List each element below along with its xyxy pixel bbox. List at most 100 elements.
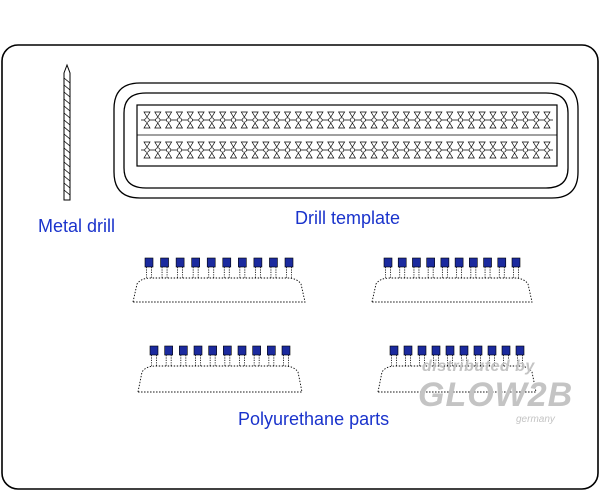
template-hole [392,111,400,129]
template-hole [251,111,259,129]
part-stud [511,257,521,278]
part-stud [473,345,483,366]
part-stud [193,345,203,366]
template-hole [283,111,292,129]
template-hole [521,141,529,159]
template-hole [219,141,227,159]
template-hole [478,141,486,159]
part-stud [238,257,247,278]
template-hole [467,141,475,159]
template-hole [510,141,519,159]
part-stud [237,345,247,366]
template-hole [229,141,238,159]
template-hole [143,111,151,129]
template-hole [446,111,454,129]
polyurethane-part [132,257,306,303]
template-hole [456,141,465,159]
template-hole [456,111,465,129]
template-hole [294,111,302,129]
template-hole [348,111,357,129]
template-hole [229,111,238,129]
template-hole [381,141,389,159]
part-stud [269,257,278,278]
template-hole [219,111,227,129]
template-hole [478,111,486,129]
polyurethane-parts-label: Polyurethane parts [238,409,390,429]
template-hole [489,111,497,129]
template-hole [359,141,367,159]
template-hole [413,141,421,159]
template-hole [251,141,259,159]
part-stud [144,257,154,278]
part-stud [459,345,469,366]
part-stud [164,345,173,366]
template-hole [413,111,421,129]
part-stud [515,345,525,366]
template-hole [521,111,529,129]
template-hole [273,141,281,159]
template-hole [208,141,216,159]
part-stud [383,257,393,278]
drill-template-label: Drill template [295,208,401,228]
template-hole [197,111,205,129]
template-hole [532,111,540,129]
part-stud [431,345,441,366]
part-stud [149,345,159,366]
template-hole [543,111,551,129]
part-stud [179,345,188,366]
template-hole [381,111,389,129]
part-stud [223,345,232,366]
part-stud [454,257,464,278]
template-hole [262,141,270,159]
template-hole [208,111,216,129]
part-stud [487,345,497,366]
template-hole [402,111,411,129]
metal-drill-label: Metal drill [38,216,116,236]
template-hole [327,111,335,129]
template-hole [305,141,313,159]
template-hole [348,141,357,159]
part-stud [426,257,435,278]
template-hole [500,141,508,159]
template-hole [305,111,313,129]
template-hole [143,141,151,159]
drill-template [113,82,579,199]
part-stud [160,257,169,278]
template-hole [402,141,411,159]
template-hole [435,141,443,159]
template-hole [197,141,205,159]
template-hole [165,111,173,129]
template-hole [283,141,292,159]
template-hole [175,141,184,159]
template-hole [532,141,540,159]
template-hole [435,111,443,129]
part-stud [267,345,276,366]
template-hole [359,111,367,129]
part-stud [208,345,217,366]
template-hole [186,141,194,159]
part-stud [252,345,261,366]
template-hole [273,111,281,129]
part-stud [403,345,413,366]
metal-drill [63,63,71,201]
template-hole [424,141,432,159]
outer-frame [1,44,599,490]
template-hole [489,141,497,159]
polyurethane-part [377,345,537,393]
part-stud [445,345,455,366]
template-hole [186,111,194,129]
template-hole [500,111,508,129]
template-hole [424,111,432,129]
part-stud [483,257,492,278]
template-hole [446,141,454,159]
template-hole [165,141,173,159]
part-stud [175,257,185,278]
part-stud [497,257,507,278]
part-stud [206,257,216,278]
template-hole [510,111,519,129]
template-hole [337,141,346,159]
part-stud [222,257,232,278]
part-stud [281,345,291,366]
